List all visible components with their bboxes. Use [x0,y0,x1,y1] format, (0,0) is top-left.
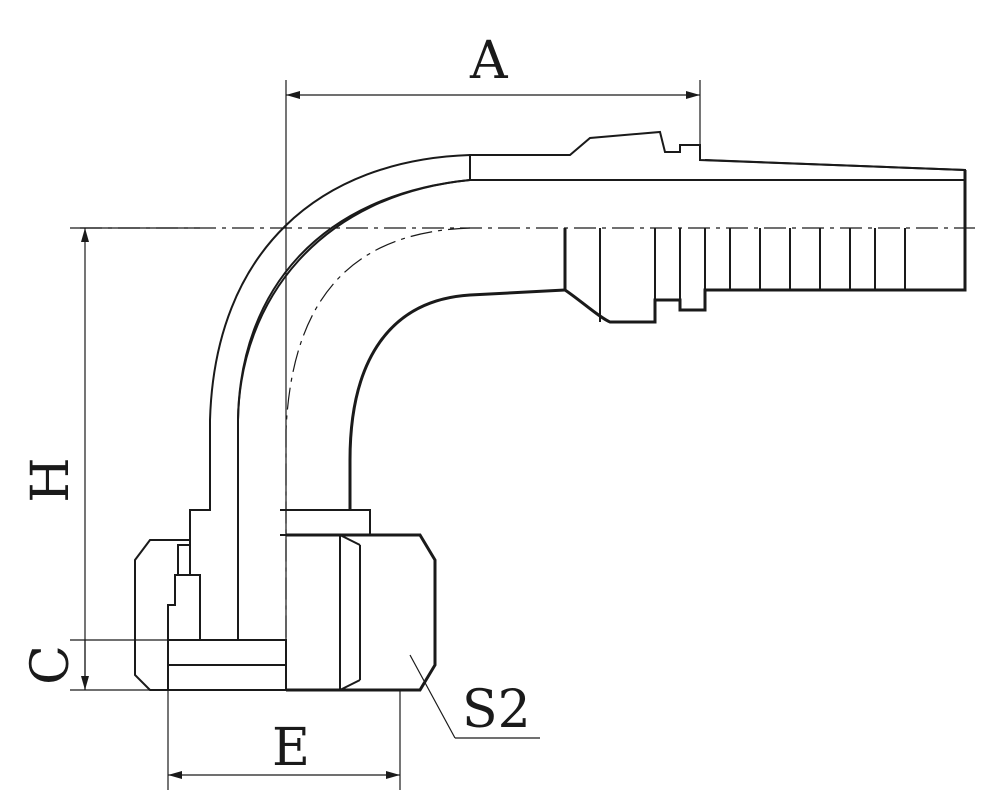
leader-s2: S2 [409,654,540,740]
dimension-h: H [21,227,200,691]
tube-upper-section [469,130,966,181]
hose-barb [563,159,967,324]
dim-label-e: E [272,718,310,778]
elbow-body [177,130,966,641]
dim-label-a: A [469,31,509,91]
elbow-wall-section [177,153,471,641]
hex-nut [286,533,437,692]
dimension-e: E [167,690,401,790]
dim-label-h: H [21,457,81,502]
nut-section [134,539,287,691]
inner-bend [280,288,566,536]
dim-label-c: C [21,645,81,685]
center-lines [80,80,975,690]
dimension-a: A [286,31,701,160]
dim-label-s2: S2 [462,680,531,740]
dimension-c: C [21,639,170,690]
